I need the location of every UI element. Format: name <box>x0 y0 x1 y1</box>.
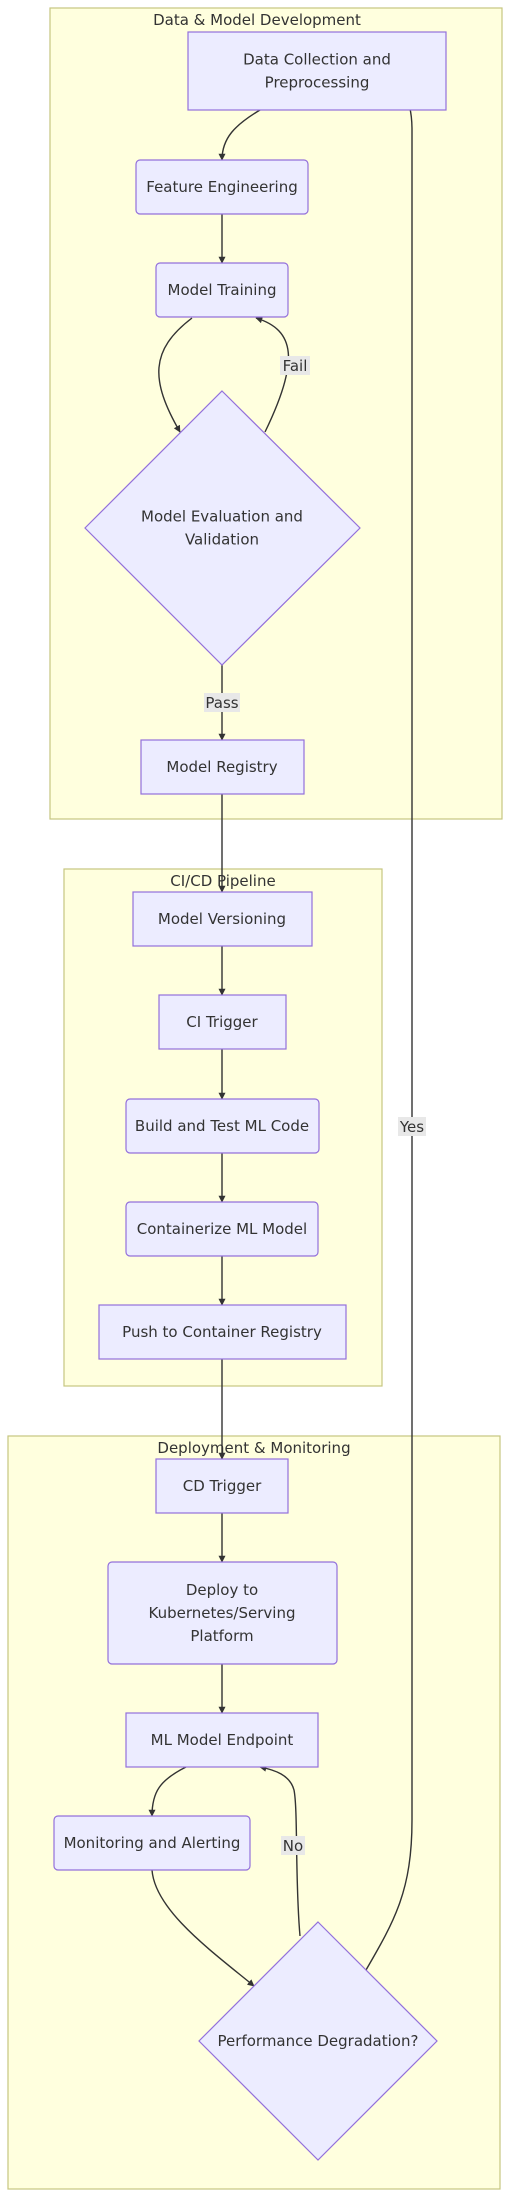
node-feature-engineering-label: Feature Engineering <box>146 178 297 196</box>
cluster-title-cicd: CI/CD Pipeline <box>170 872 275 890</box>
node-label-line: Preprocessing <box>265 74 370 92</box>
edge-label-yes: Yes <box>398 1117 426 1136</box>
node-model-registry-label: Model Registry <box>166 758 277 776</box>
node-label-line: Performance Degradation? <box>218 2032 419 2050</box>
edge-evaluation-fail-to-training <box>255 316 290 433</box>
node-model-versioning-label: Model Versioning <box>158 910 286 928</box>
edge-data-to-feature <box>218 109 261 161</box>
node-feature-engineering: Feature Engineering <box>135 159 309 215</box>
node-label-line: Build and Test ML Code <box>135 1117 309 1135</box>
edge-monitoring-to-performance <box>151 1869 255 1987</box>
node-label-line: Feature Engineering <box>146 178 297 196</box>
node-label-line: Containerize ML Model <box>137 1220 307 1238</box>
node-performance-degradation-label: Performance Degradation? <box>218 2032 419 2050</box>
node-label-line: Platform <box>190 1627 253 1645</box>
node-build-and-test-label: Build and Test ML Code <box>135 1117 309 1135</box>
edge-label-fail: Fail <box>280 356 310 375</box>
node-label-line: Validation <box>185 531 259 549</box>
node-label-line: Model Registry <box>166 758 277 776</box>
node-ci-trigger-label: CI Trigger <box>186 1013 258 1031</box>
node-label-line: Model Versioning <box>158 910 286 928</box>
node-push-to-registry: Push to Container Registry <box>98 1304 347 1360</box>
node-label-line: Push to Container Registry <box>122 1323 322 1341</box>
node-label-line: Data Collection and <box>243 51 391 69</box>
node-label-line: Model Evaluation and <box>141 508 303 526</box>
node-cd-trigger-label: CD Trigger <box>183 1477 262 1495</box>
edge-training-to-evaluation <box>158 317 193 433</box>
node-ml-model-endpoint-label: ML Model Endpoint <box>151 1731 294 1749</box>
node-label-line: CI Trigger <box>186 1013 258 1031</box>
cluster-data-model-development: Data & Model Development <box>49 7 503 820</box>
node-cd-trigger: CD Trigger <box>155 1458 289 1514</box>
node-model-training-label: Model Training <box>168 281 277 299</box>
node-containerize-label: Containerize ML Model <box>137 1220 307 1238</box>
node-label-line: Deploy to <box>186 1581 258 1599</box>
edge-label-pass: Pass <box>204 693 240 712</box>
node-containerize: Containerize ML Model <box>125 1201 319 1257</box>
edge-label-pass-text: Pass <box>205 694 238 712</box>
node-label-line: Monitoring and Alerting <box>64 1834 241 1852</box>
node-model-versioning: Model Versioning <box>132 891 313 947</box>
node-model-training: Model Training <box>155 262 289 318</box>
edge-label-no-text: No <box>283 1837 303 1855</box>
node-ml-model-endpoint: ML Model Endpoint <box>125 1712 319 1768</box>
node-label-line: CD Trigger <box>183 1477 262 1495</box>
node-monitoring-alerting-label: Monitoring and Alerting <box>64 1834 241 1852</box>
edge-label-yes-text: Yes <box>399 1118 424 1136</box>
edge-endpoint-to-monitoring <box>148 1766 187 1817</box>
edge-label-no: No <box>281 1836 305 1855</box>
cluster-title-dev: Data & Model Development <box>153 11 361 29</box>
edge-label-fail-text: Fail <box>283 357 308 375</box>
node-label-line: Model Training <box>168 281 277 299</box>
cluster-title-deploy: Deployment & Monitoring <box>157 1439 350 1457</box>
node-build-and-test: Build and Test ML Code <box>125 1098 320 1154</box>
node-monitoring-alerting: Monitoring and Alerting <box>53 1815 251 1871</box>
node-label-line: Kubernetes/Serving <box>149 1604 296 1622</box>
edge-performance-no-to-endpoint <box>259 1764 301 1937</box>
node-push-to-registry-label: Push to Container Registry <box>122 1323 322 1341</box>
node-performance-degradation: Performance Degradation? <box>198 1921 438 2161</box>
node-label-line: ML Model Endpoint <box>151 1731 294 1749</box>
node-ci-trigger: CI Trigger <box>158 994 287 1050</box>
node-model-registry: Model Registry <box>140 739 305 795</box>
